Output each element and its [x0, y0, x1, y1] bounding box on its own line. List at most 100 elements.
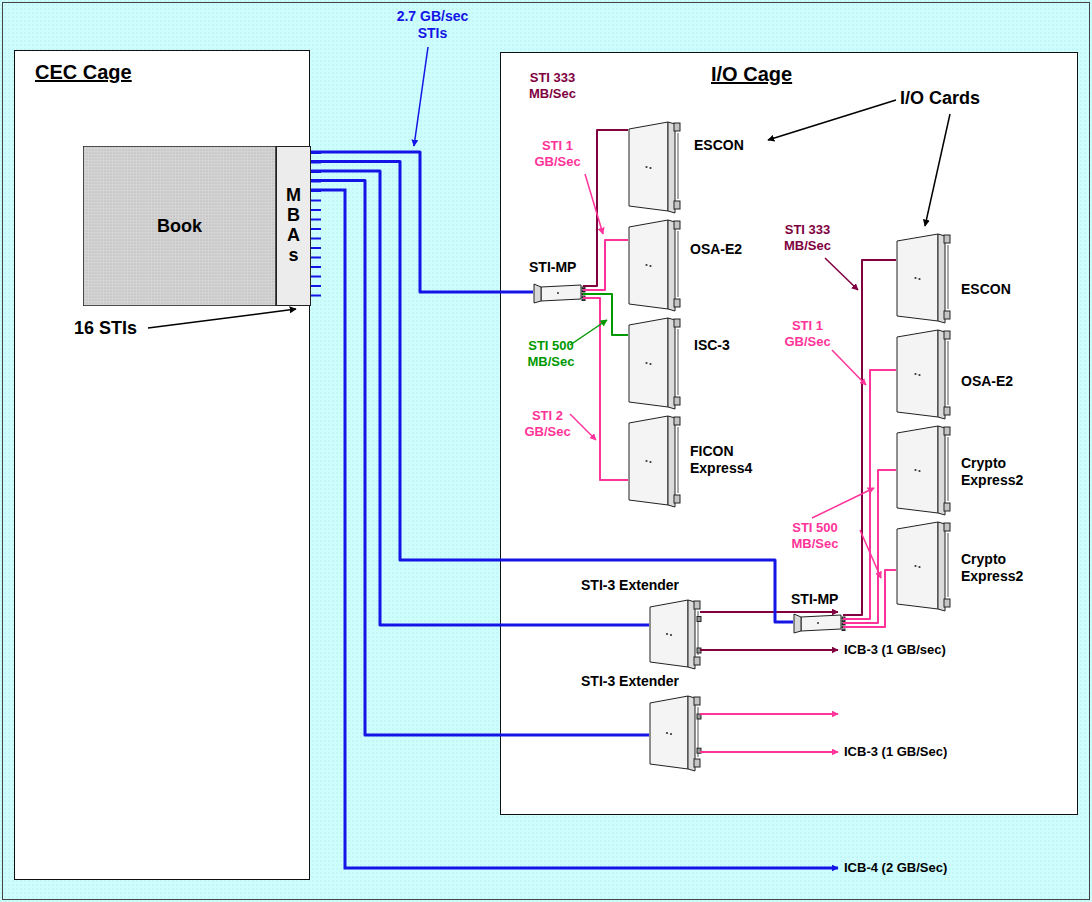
- card-tab: [944, 523, 950, 531]
- card-handle: [678, 231, 679, 297]
- sti-connector: [583, 298, 628, 480]
- book-label: Book: [157, 216, 202, 237]
- speed-label: STI 500 MB/Sec: [512, 338, 590, 369]
- card-drawing: [896, 521, 951, 611]
- sti-connector: [843, 470, 896, 623]
- speed-label: STI 333 MB/Sec: [770, 222, 845, 253]
- sti-connector: [311, 162, 793, 623]
- leader-arrow: [768, 100, 896, 140]
- card-tab: [674, 299, 680, 307]
- card-tab: [694, 697, 700, 705]
- sti-port: [311, 209, 321, 211]
- icb-link: [700, 649, 838, 651]
- card-dot: [918, 470, 920, 472]
- card-face: [897, 522, 938, 609]
- io-card: Crypto Express2: [896, 521, 951, 611]
- speed-label: 2.7 GB/sec STIs: [385, 8, 480, 42]
- card-bracket: [794, 614, 801, 633]
- io-card: OSA-E2: [628, 219, 681, 311]
- sti-connector: [583, 240, 628, 290]
- speed-label: ICB-3 (1 GB/Sec): [844, 744, 947, 760]
- card-dot: [670, 634, 672, 636]
- leader-arrow: [148, 309, 296, 328]
- card-label: OSA-E2: [690, 241, 742, 258]
- card-dot: [817, 622, 819, 624]
- card-tab: [674, 397, 680, 405]
- card-dot: [918, 278, 920, 280]
- card-bracket: [668, 122, 675, 213]
- speed-label: STI 2 GB/Sec: [515, 408, 580, 439]
- card-face: [650, 600, 688, 667]
- card-face: [897, 234, 938, 321]
- io-card: ESCON: [896, 233, 951, 323]
- sti-port: [311, 266, 321, 268]
- sti-mp-card: STI-MP: [533, 283, 583, 303]
- card-tab: [674, 201, 680, 209]
- speed-label: STI 1 GB/Sec: [775, 318, 840, 349]
- card-drawing: [896, 233, 951, 323]
- card-tab: [944, 503, 950, 511]
- card-label: ESCON: [694, 137, 744, 154]
- icb-link: [311, 190, 838, 868]
- card-pin: [842, 629, 845, 631]
- sti-connector: [311, 171, 649, 625]
- card-face: [897, 330, 938, 417]
- io-card: FICON Express4: [628, 415, 681, 507]
- sti-port: [311, 228, 321, 230]
- icb-link: [700, 611, 838, 613]
- card-label: OSA-E2: [961, 373, 1013, 390]
- card-face: [897, 426, 938, 513]
- sti-mp-card: STI-MP: [793, 613, 843, 633]
- io-card: OSA-E2: [896, 329, 951, 419]
- card-drawing: [896, 425, 951, 515]
- mba-box: MBAs: [276, 146, 311, 306]
- card-face: [801, 615, 841, 631]
- card-face: [629, 220, 668, 309]
- sti-port: [311, 200, 321, 202]
- callout-label: 16 STIs: [74, 318, 137, 340]
- card-dot: [914, 565, 916, 567]
- cage-title: CEC Cage: [15, 51, 309, 84]
- card-dot: [645, 166, 647, 168]
- card-tab: [694, 759, 700, 767]
- card-drawing: [628, 121, 681, 213]
- card-tab: [674, 495, 680, 503]
- card-drawing: [649, 599, 701, 669]
- card-tab: [944, 427, 950, 435]
- card-drawing: [533, 283, 583, 303]
- card-dot: [914, 469, 916, 471]
- frame: [3, 3, 1090, 900]
- card-handle: [678, 329, 679, 395]
- card-dot: [914, 373, 916, 375]
- card-tab: [944, 235, 950, 243]
- card-tab: [944, 311, 950, 319]
- sti-port: [311, 219, 321, 221]
- card-pin: [582, 287, 585, 289]
- card-handle: [948, 533, 949, 597]
- sti-connector: [583, 294, 628, 335]
- speed-label: STI 1 GB/Sec: [525, 138, 590, 169]
- card-bracket: [938, 522, 945, 611]
- sti-extender-card: STI-3 Extender: [649, 695, 701, 771]
- card-tab: [674, 123, 680, 131]
- card-port: [697, 617, 701, 622]
- sti-port: [311, 295, 321, 297]
- speed-label: ICB-3 (1 GB/sec): [844, 642, 946, 658]
- sti-connector: [843, 370, 896, 619]
- sti-connector: [311, 181, 649, 736]
- card-label: STI-3 Extender: [581, 577, 679, 594]
- card-label: STI-MP: [529, 259, 576, 276]
- card-label: Crypto Express2: [961, 551, 1043, 585]
- leader-arrow: [925, 114, 950, 226]
- card-label: FICON Express4: [690, 443, 770, 477]
- sti-extender-card: STI-3 Extender: [649, 599, 701, 669]
- card-handle: [678, 427, 679, 493]
- card-drawing: [793, 613, 843, 633]
- card-dot: [649, 363, 651, 365]
- leader-arrow: [414, 47, 428, 146]
